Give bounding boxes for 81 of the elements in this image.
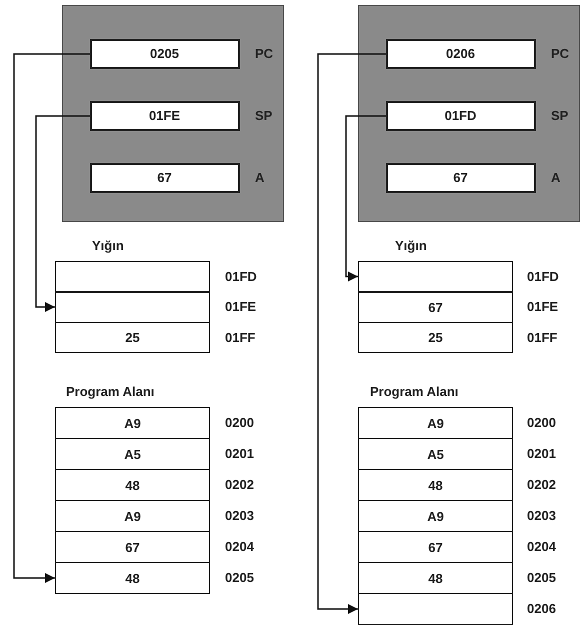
memory-value: 67 [125, 540, 140, 554]
section-heading: Program Alanı [66, 384, 154, 399]
register-value: 67 [453, 170, 468, 185]
memory-value: A9 [124, 508, 141, 524]
address-label: 01FD [225, 268, 257, 284]
register-value: 01FE [148, 108, 180, 123]
register-box [90, 162, 240, 192]
address-label: 0206 [527, 601, 556, 616]
register-name: SP [551, 108, 568, 123]
memory-cell [55, 438, 210, 470]
address-label: 01FD [527, 268, 559, 284]
register-value: 01FD [444, 108, 476, 123]
memory-cell [55, 500, 210, 532]
register-value: 67 [157, 170, 172, 185]
address-label: 0202 [225, 477, 254, 492]
register-value: 0205 [150, 46, 179, 61]
memory-value: 48 [125, 478, 140, 492]
memory-value: 25 [125, 330, 140, 345]
arrow [13, 53, 90, 583]
memory-value: 48 [125, 570, 140, 586]
address-label: 0204 [527, 539, 556, 554]
memory-value: 48 [428, 570, 443, 586]
memory-value: A5 [124, 446, 141, 462]
register-name: PC [255, 46, 274, 61]
address-label: 01FF [527, 330, 558, 344]
memory-value: A9 [427, 416, 444, 430]
memory-cell [358, 322, 513, 353]
arrow [345, 115, 386, 282]
memory-value: 67 [428, 300, 443, 314]
memory-cell [55, 292, 210, 322]
memory-value: A9 [427, 508, 444, 524]
address-label: 0200 [225, 415, 254, 430]
memory-cell [358, 562, 513, 594]
memory-cell [358, 469, 513, 501]
memory-value: 48 [428, 478, 443, 492]
memory-cell [358, 292, 513, 322]
address-label: 0200 [527, 415, 556, 430]
memory-value: A9 [124, 416, 141, 430]
register-box [386, 100, 536, 130]
memory-cell [55, 322, 210, 353]
address-label: 0205 [527, 570, 556, 585]
memory-cell [358, 531, 513, 563]
register-panel [62, 5, 284, 222]
address-label: 0203 [527, 508, 556, 523]
memory-value: 25 [428, 330, 443, 345]
address-label: 0202 [527, 477, 556, 492]
address-label: 0204 [225, 539, 254, 554]
address-label: 0203 [225, 508, 254, 523]
register-name: A [551, 170, 560, 185]
memory-value: A5 [427, 446, 444, 462]
memory-cell [358, 438, 513, 470]
memory-cell [55, 261, 210, 292]
address-label: 0205 [225, 570, 254, 585]
memory-cell [358, 261, 513, 292]
register-box [90, 100, 240, 130]
register-name: PC [551, 46, 570, 61]
memory-cell [358, 500, 513, 532]
register-box [386, 162, 536, 192]
address-label: 0201 [527, 446, 556, 461]
address-label: 01FF [225, 330, 256, 344]
section-heading: Yığın [395, 238, 427, 253]
arrow [317, 53, 386, 614]
register-box [90, 38, 240, 68]
memory-cell [55, 531, 210, 563]
memory-cell [358, 593, 513, 625]
register-box [386, 38, 536, 68]
address-label: 0201 [225, 446, 254, 461]
memory-cell [358, 407, 513, 439]
register-name: SP [255, 108, 272, 123]
address-label: 01FE [527, 299, 558, 314]
register-panel [358, 5, 580, 222]
memory-cell [55, 407, 210, 439]
register-name: A [255, 170, 264, 185]
memory-value: 67 [428, 540, 443, 554]
memory-cell [55, 562, 210, 594]
section-heading: Program Alanı [370, 384, 458, 399]
arrow [35, 115, 90, 312]
memory-cell [55, 469, 210, 501]
address-label: 01FE [225, 299, 256, 314]
section-heading: Yığın [92, 238, 124, 253]
register-value: 0206 [446, 46, 475, 61]
